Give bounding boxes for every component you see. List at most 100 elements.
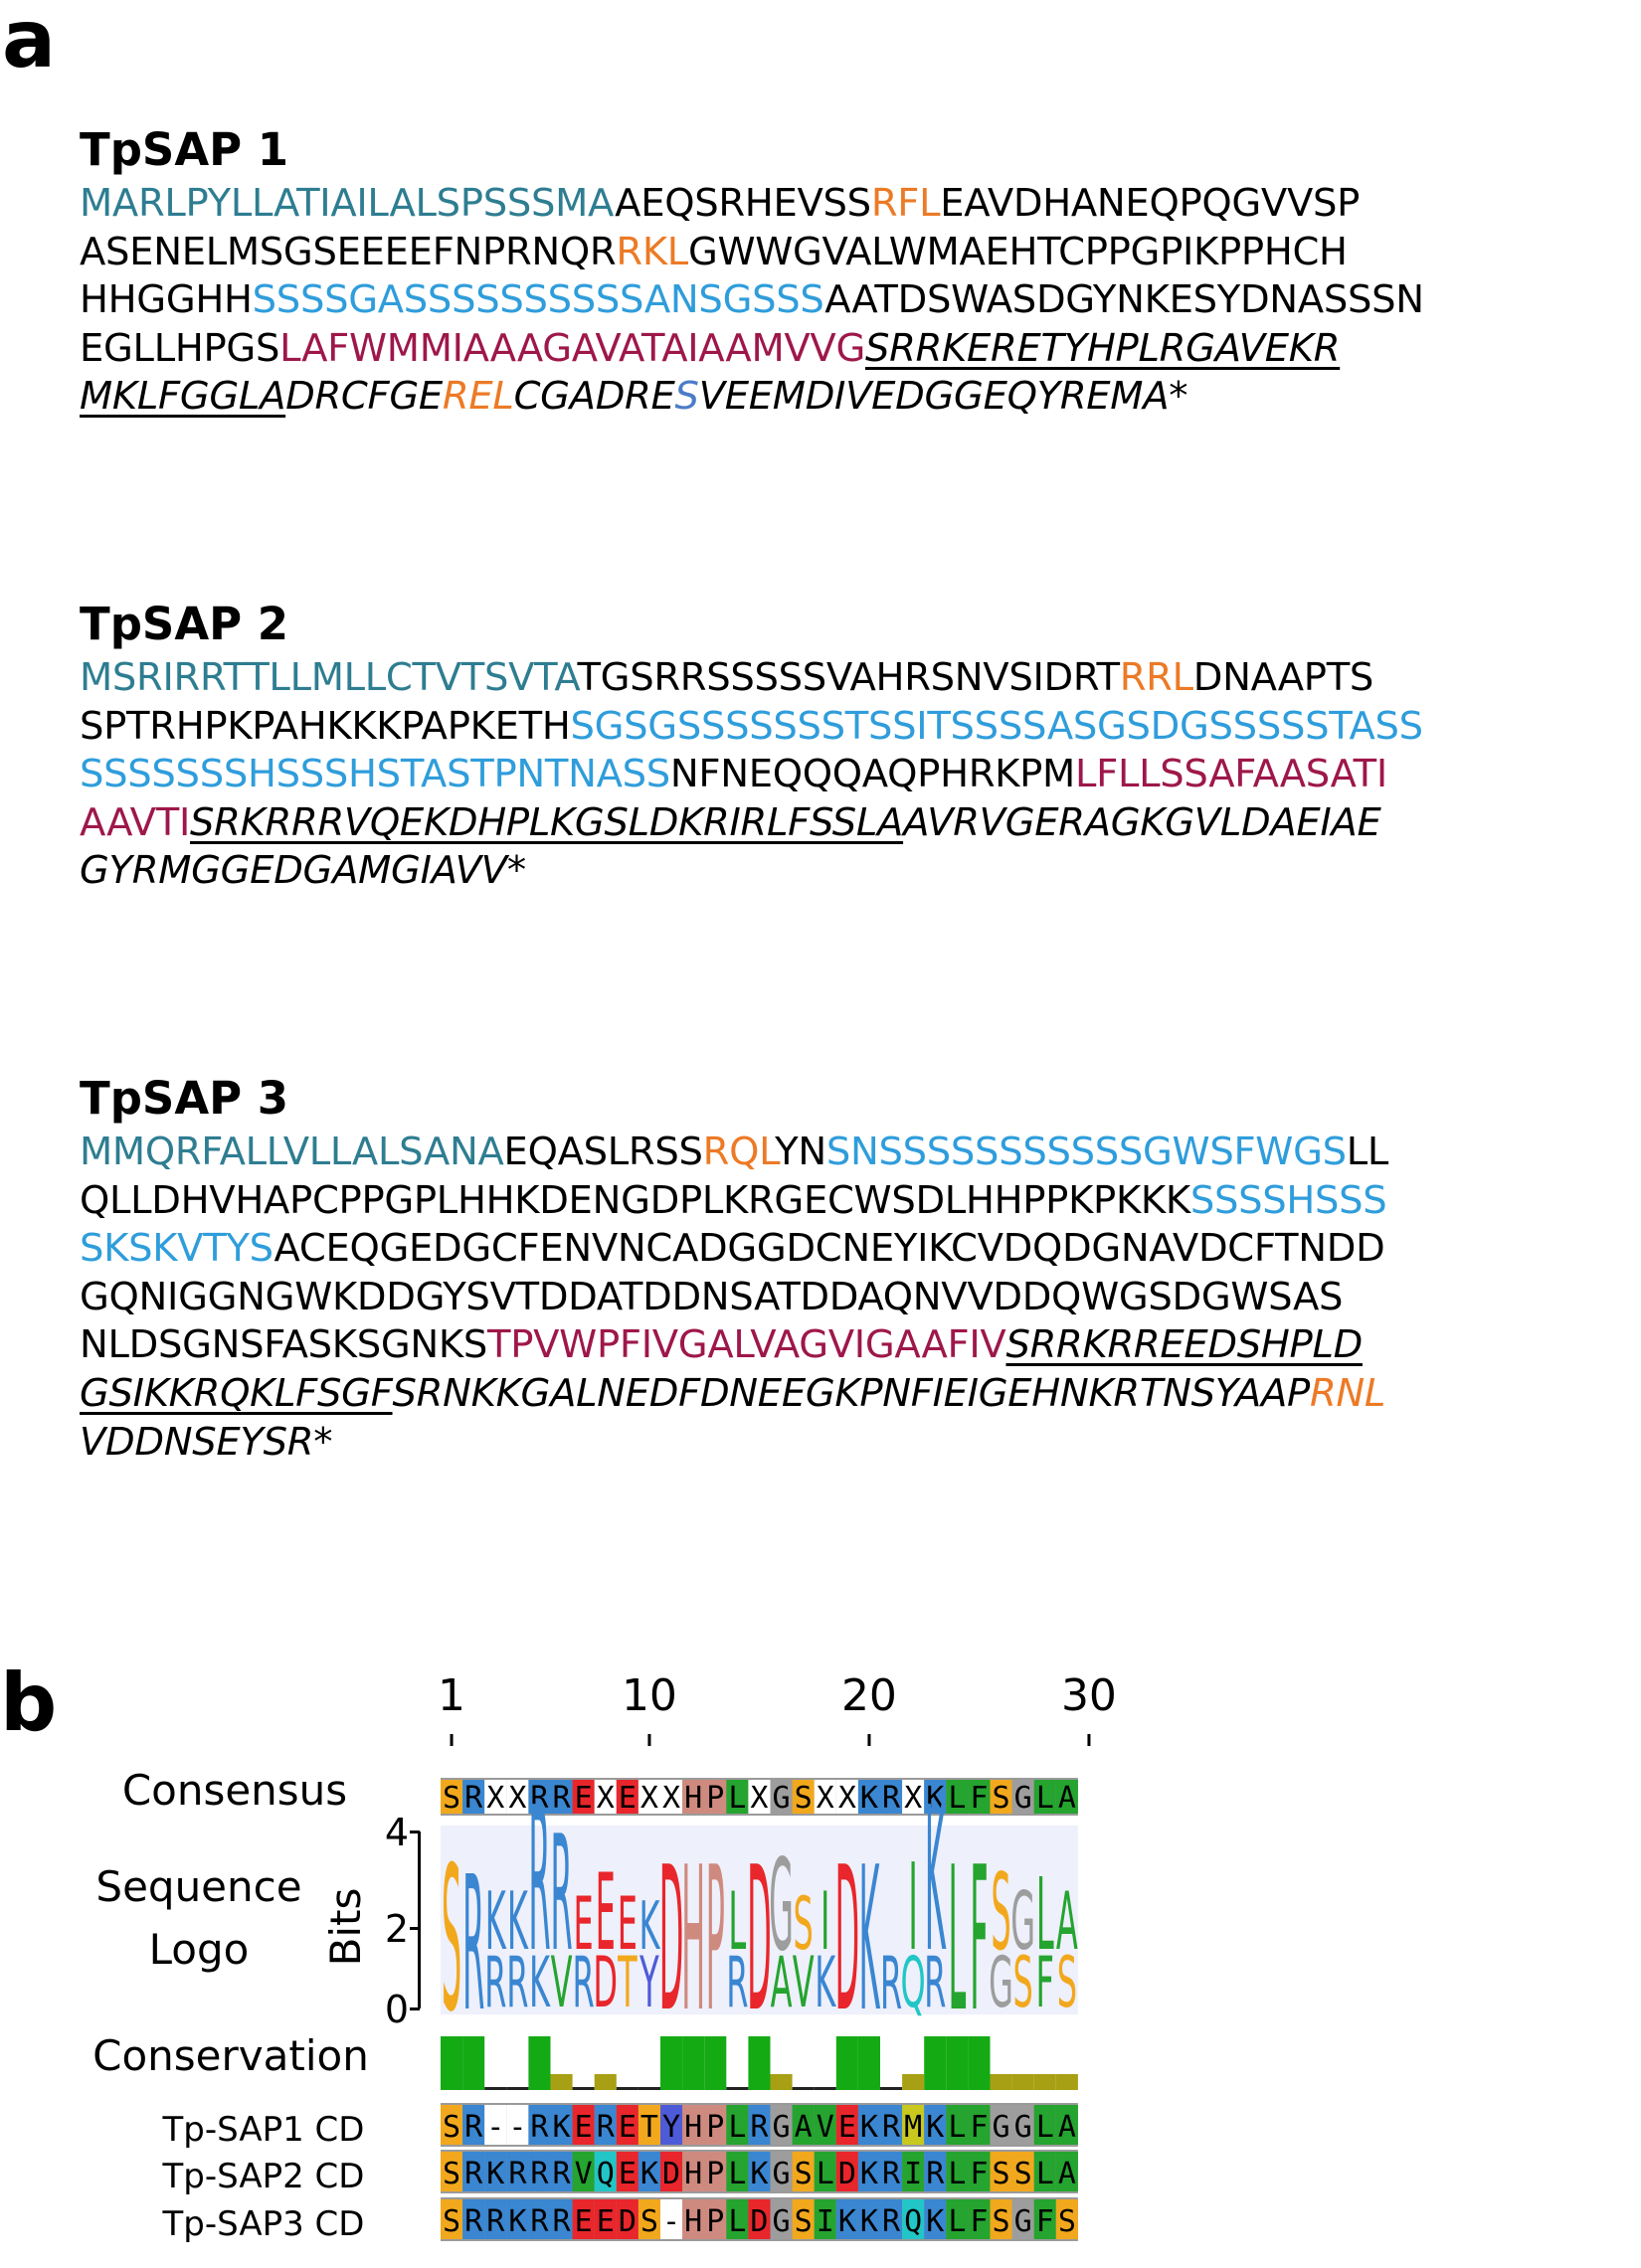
logo-letter-secondary: T	[617, 1941, 637, 2022]
sequence-segment: ASENELMSGSEEEEFNPRNQR	[80, 229, 617, 274]
ruler-tick	[450, 1734, 454, 1746]
sequence-segment: LAFWMMIAAAGAVATAIAAMVVG	[279, 325, 865, 371]
alignment-residue: S	[1058, 2204, 1076, 2239]
alignment-residue: R	[464, 2110, 483, 2145]
conservation-bar	[441, 2036, 463, 2090]
alignment-cell	[880, 2152, 903, 2191]
alignment-cell	[616, 2152, 638, 2191]
alignment-cell	[704, 2105, 727, 2145]
alignment-cell	[726, 2199, 749, 2239]
alignment-residue: E	[575, 2110, 593, 2145]
conservation-bar	[528, 2036, 551, 2090]
consensus-cell	[704, 1780, 727, 1814]
consensus-residue: E	[619, 1781, 637, 1816]
sequence-segment: MSRIRRTTLLMLLCTVTSVTA	[80, 655, 578, 700]
alignment-cell	[968, 2105, 991, 2145]
alignment-residue: E	[838, 2110, 856, 2145]
alignment-cell	[792, 2105, 815, 2145]
alignment-residue: R	[530, 2110, 549, 2145]
sequence-segment: SRKRRRVQEKDHPLKGSLDKRIRLFSSLA	[190, 799, 904, 845]
ruler-tick	[647, 1734, 651, 1746]
alignment-residue: S	[443, 2110, 460, 2145]
alignment-residue: S	[640, 2204, 658, 2239]
conservation-bar	[638, 2087, 660, 2090]
conservation-bar	[550, 2074, 573, 2090]
sequence-line: MARLPYLLATIAILALSPSSSMAAEQSRHEVSSRFLEAVD…	[80, 184, 1631, 224]
alignment-cell	[682, 2105, 705, 2145]
alignment-residue: F	[970, 2157, 988, 2191]
ruler-tick	[1087, 1734, 1091, 1746]
conservation-bar	[990, 2074, 1012, 2090]
logo-letter: S	[991, 1850, 1010, 1975]
alignment-cell	[550, 2105, 573, 2145]
sequence-segment: SNSSSSSSSSSSSGWSFWGS	[825, 1130, 1347, 1174]
consensus-cell	[835, 1780, 858, 1814]
logo-letter-secondary: R	[484, 1941, 506, 2022]
conservation-bar	[726, 2087, 749, 2090]
logo-letter: E	[574, 1883, 594, 1967]
consensus-cell	[946, 1780, 969, 1814]
logo-letter-secondary: R	[726, 1941, 748, 2022]
consensus-residue: R	[553, 1781, 572, 1816]
alignment-residue: R	[553, 2157, 572, 2191]
alignment-cell	[550, 2152, 573, 2191]
sequence-segment: MKLFGGLA	[80, 374, 286, 420]
sequence-segment: GQNIGGNGWKDDGYSVTDDATDDNSATDDAQNVVDDQWGS…	[80, 1274, 1344, 1319]
logo-letter-secondary: K	[815, 1941, 836, 2022]
alignment-cell	[924, 2105, 947, 2145]
consensus-cell	[902, 1780, 925, 1814]
consensus-cell	[441, 1780, 463, 1814]
logo-letter: D	[835, 1824, 860, 2055]
alignment-residue: G	[773, 2157, 791, 2191]
alignment-residue: L	[817, 2157, 834, 2191]
consensus-cell	[1033, 1780, 1056, 1814]
sequence-segment: SRRKRREEDSHPLD	[1005, 1322, 1363, 1368]
sequence-segment: REL	[442, 374, 514, 420]
alignment-residue: R	[882, 2204, 901, 2239]
alignment-residue: S	[443, 2157, 460, 2191]
logo-letter: D	[747, 1824, 772, 2055]
logo-letter-secondary: D	[593, 1941, 618, 2022]
consensus-residue: X	[508, 1781, 526, 1816]
sequence-line: HHGGHHSSSSGASSSSSSSSSSANSGSSSAATDSWASDGY…	[80, 280, 1631, 320]
alignment-residue: Q	[597, 2157, 615, 2191]
logo-letter: L	[728, 1875, 746, 1968]
conservation-bar	[682, 2036, 705, 2090]
consensus-cell	[550, 1780, 573, 1814]
alignment-residue: Y	[662, 2110, 680, 2145]
alignment-residue: P	[706, 2157, 724, 2191]
alignment-cell	[880, 2199, 903, 2239]
sequence-segment: RRL	[1119, 655, 1193, 700]
alignment-cell	[792, 2199, 815, 2239]
sequence-segment: HHGGHH	[80, 277, 253, 323]
alignment-residue: L	[1036, 2110, 1054, 2145]
sequence-line: NLDSGNSFASKSGNKSTPVWPFIVGALVAGVIGAAFIVSR…	[80, 1326, 1631, 1365]
sequence-line: GYRMGGEDGAMGIAVV*	[80, 852, 1631, 891]
alignment-sequence-name: Tp-SAP3 CD	[162, 2204, 365, 2244]
conservation-bar	[924, 2036, 947, 2090]
alignment-cell	[1033, 2199, 1056, 2239]
logo-letter-secondary: F	[1036, 1941, 1054, 2022]
sequence-segment: EQASLRSS	[503, 1130, 703, 1174]
sequence-line: EGLLHPGSLAFWMMIAAAGAVATAIAAMVVGSRRKERETY…	[80, 329, 1631, 369]
alignment-cell	[660, 2199, 683, 2239]
consensus-cell	[484, 1780, 507, 1814]
sequence-segment: TGSRRSSSSSVAHRSNVSIDRT	[577, 655, 1120, 700]
consensus-residue: A	[1058, 1781, 1076, 1816]
alignment-sequence-name: Tp-SAP1 CD	[162, 2110, 365, 2150]
sequence-line: SSSSSSSHSSSHSTASTPNTNASSNFNEQQQAQPHRKPML…	[80, 755, 1631, 794]
alignment-cell	[902, 2105, 925, 2145]
bits-tick	[410, 1831, 420, 1833]
logo-letter-secondary: Y	[639, 1941, 659, 2022]
alignment-residue: I	[817, 2204, 834, 2239]
alignment-cell	[1033, 2105, 1056, 2145]
logo-letter-secondary: S	[1057, 1941, 1077, 2022]
alignment-residue: L	[948, 2204, 966, 2239]
alignment-cell	[748, 2152, 771, 2191]
logo-letter-secondary: R	[924, 1941, 946, 2022]
alignment-cell	[770, 2199, 793, 2239]
ruler-tick-label: 30	[1061, 1670, 1117, 1721]
conservation-bar	[660, 2036, 683, 2090]
consensus-cell	[748, 1780, 771, 1814]
consensus-cell	[990, 1780, 1012, 1814]
